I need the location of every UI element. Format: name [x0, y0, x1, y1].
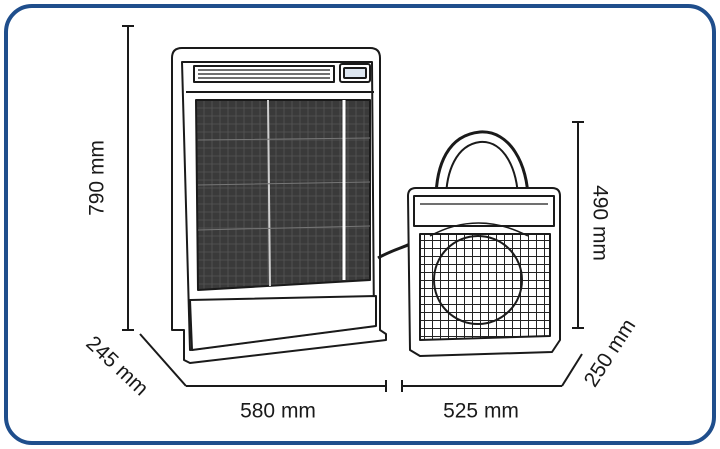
dimension-lines [122, 25, 584, 392]
indoor-unit-icon [171, 47, 387, 364]
label-height-outdoor: 490 mm [588, 185, 612, 261]
outdoor-unit-icon [407, 130, 561, 357]
label-width-outdoor: 525 mm [443, 399, 519, 423]
label-width-indoor: 580 mm [240, 399, 316, 423]
label-height-indoor: 790 mm [85, 140, 109, 216]
